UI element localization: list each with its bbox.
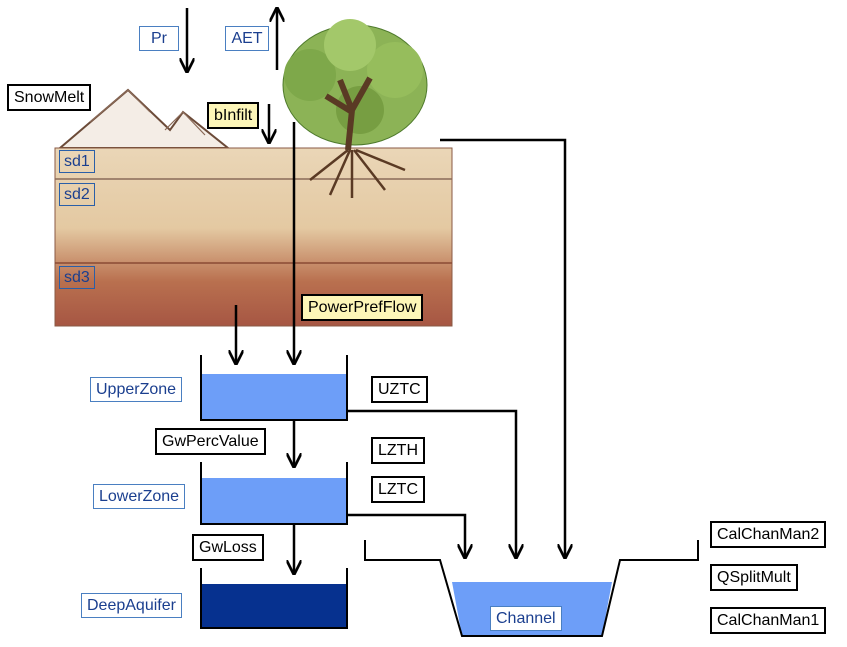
power-pref-flow-label: PowerPrefFlow: [301, 294, 424, 321]
channel-label: Channel: [490, 606, 562, 631]
gw-perc-value-label: GwPercValue: [155, 428, 266, 455]
gw-loss-label: GwLoss: [192, 534, 264, 561]
snowmelt-label: SnowMelt: [7, 84, 92, 111]
soil-layer-label: sd1: [59, 150, 95, 173]
cal-chan-man2-param: CalChanMan2: [710, 521, 827, 548]
upper-zone-label: UpperZone: [90, 377, 183, 402]
q-split-mult-param: QSplitMult: [710, 564, 798, 591]
deep-aquifer-label: DeepAquifer: [81, 593, 182, 618]
lztc-param: LZTC: [371, 476, 425, 503]
tree-icon: [282, 19, 428, 198]
upper-zone-to-channel-flow: [348, 409, 516, 556]
cal-chan-man1-param: CalChanMan1: [710, 607, 827, 634]
surface-runoff-flow: [440, 138, 565, 556]
soil-layer-label: sd2: [59, 183, 95, 206]
lower-zone-to-channel-flow: [348, 513, 465, 556]
deep-aquifer-tank: [200, 568, 348, 629]
lzth-param: LZTH: [371, 437, 425, 464]
lower-zone-label: LowerZone: [93, 484, 186, 509]
uztc-param: UZTC: [371, 376, 428, 403]
aet-label: AET: [225, 26, 269, 51]
soil-layer-label: sd3: [59, 266, 95, 289]
pr-label: Pr: [139, 26, 179, 51]
binfilt-label: bInfilt: [207, 102, 260, 129]
upper-zone-tank: [200, 355, 348, 421]
lower-zone-tank: [200, 462, 348, 525]
